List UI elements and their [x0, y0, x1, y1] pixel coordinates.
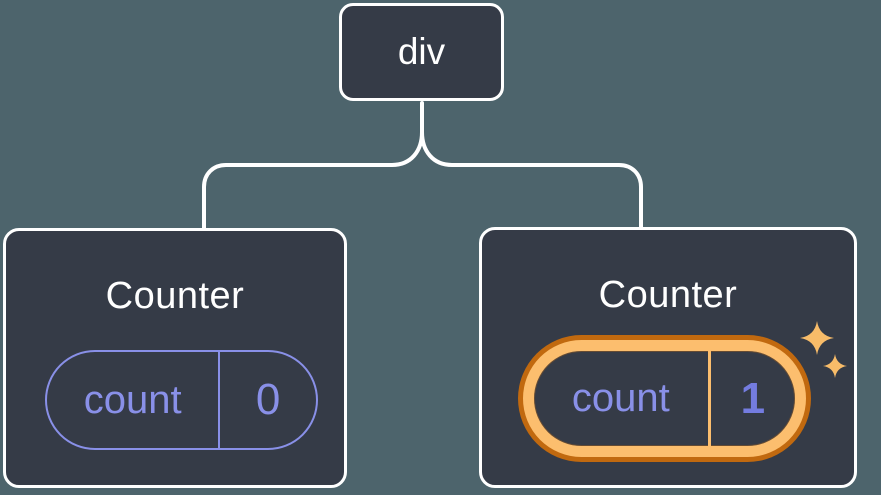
root-node-label: div — [397, 31, 446, 72]
state-pill-inner: count 1 — [534, 351, 795, 446]
counter-card-right: Counter count 1 — [479, 227, 857, 488]
state-value: 1 — [740, 373, 766, 423]
state-key-label: count — [47, 352, 221, 448]
root-node-div: div — [339, 3, 504, 101]
connector-branch-left — [202, 130, 424, 232]
state-key-label: count — [534, 351, 711, 446]
counter-card-left: Counter count 0 — [3, 228, 347, 488]
component-title: Counter — [598, 274, 738, 316]
state-value: 0 — [255, 375, 281, 424]
connector-branch-right — [420, 130, 643, 231]
component-title: Counter — [105, 275, 245, 317]
state-pill: count 0 — [45, 350, 318, 450]
state-pill-highlighted: count 1 — [523, 340, 806, 457]
